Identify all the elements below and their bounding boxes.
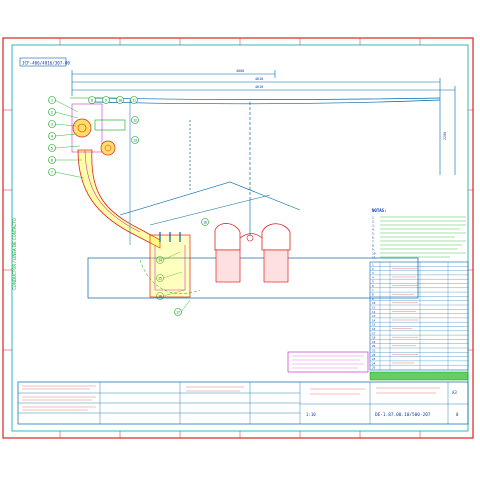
drawing-number: DE-1.87.00.10/500-207	[375, 412, 431, 418]
table-row-number: 11	[372, 306, 376, 310]
callout-number: 2	[51, 110, 53, 114]
ref-tag: JCF-406/4016/307-00	[22, 61, 70, 66]
title-header-bar	[369, 371, 469, 381]
callout-number: 12	[133, 118, 137, 122]
table-row-number: 19	[372, 340, 376, 344]
right-fitting-assembly	[214, 200, 291, 283]
callout-10	[116, 96, 124, 104]
callout-9	[102, 96, 110, 104]
border-ticks	[3, 38, 473, 438]
callout-number: 3	[51, 122, 53, 126]
title-block	[17, 381, 469, 425]
table-row-number: 8	[372, 293, 374, 297]
scale-label: 1:10	[306, 412, 316, 417]
note-number: 4.	[372, 227, 376, 231]
callout-18	[201, 218, 209, 226]
table-row-number: 2	[372, 267, 374, 271]
note-number: 5.	[372, 231, 376, 235]
table-row-number: 13	[372, 314, 376, 318]
ref-tag-box	[19, 57, 67, 67]
table-row-number: 7	[372, 288, 374, 292]
dim-third: 4010	[255, 85, 263, 89]
note-number: 11.	[372, 255, 378, 259]
callout-13	[131, 136, 139, 144]
table-row-number: 17	[372, 331, 376, 335]
left-vertical-label: CONDUCTOR / LINEA DE CONTACTO	[12, 218, 17, 290]
highlight-note-box	[287, 351, 369, 373]
notes-block: NOTAS:	[372, 208, 466, 258]
note-number: 9.	[372, 247, 376, 251]
note-number: 1.	[372, 215, 376, 219]
table-row-number: 1	[372, 263, 374, 267]
dim-top: 4000	[236, 69, 244, 73]
table-row-number: 16	[372, 327, 376, 331]
callout-number: 16	[158, 294, 162, 298]
notes-title: NOTAS:	[372, 208, 386, 213]
note-number: 2.	[372, 219, 376, 223]
callout-number: 5	[51, 146, 53, 150]
table-row-number: 5	[372, 280, 374, 284]
callout-number: 14	[158, 258, 162, 262]
table-row-number: 20	[372, 344, 376, 348]
callout-number: 1	[51, 98, 53, 102]
dimension-lines	[71, 70, 456, 175]
callout-leaders	[54, 99, 191, 313]
table-row-number: 18	[372, 336, 376, 340]
callout-1	[48, 96, 56, 104]
table-row-number: 15	[372, 323, 376, 327]
table-row-number: 4	[372, 275, 374, 279]
callout-number: 10	[118, 98, 122, 102]
dim-second: 4810	[255, 77, 263, 81]
note-number: 10.	[372, 251, 378, 255]
callout-number: 7	[51, 170, 53, 174]
catenary-wire	[94, 97, 441, 200]
callout-number: 13	[133, 138, 137, 142]
parts-table	[369, 261, 469, 371]
callout-number: 4	[51, 134, 53, 138]
callout-number: 15	[158, 276, 162, 280]
table-row-number: 12	[372, 310, 376, 314]
table-row-number: 9	[372, 297, 374, 301]
table-row-number: 3	[372, 271, 374, 275]
note-number: 6.	[372, 235, 376, 239]
callout-number: 6	[51, 158, 53, 162]
callout-12	[131, 116, 139, 124]
table-row-number: 6	[372, 284, 374, 288]
table-row-number: 25	[372, 366, 376, 370]
dim-right-vertical: 2200	[443, 132, 447, 140]
table-row-number: 22	[372, 353, 376, 357]
note-number: 7.	[372, 239, 376, 243]
callout-17	[174, 308, 182, 316]
callout-11	[130, 96, 138, 104]
table-row-number: 24	[372, 361, 376, 365]
revision: 0	[456, 412, 459, 417]
foundation	[87, 232, 419, 299]
table-row-number: 23	[372, 357, 376, 361]
table-row-number: 10	[372, 301, 376, 305]
note-number: 8.	[372, 243, 376, 247]
outer-frame	[2, 37, 474, 439]
table-row-number: 21	[372, 349, 376, 353]
table-row-number: 14	[372, 318, 376, 322]
callout-number: 18	[203, 220, 207, 224]
top-assembly	[70, 97, 126, 156]
callout-number: 11	[132, 98, 136, 102]
callout-8	[88, 96, 96, 104]
note-number: 3.	[372, 223, 376, 227]
sheet-size: A3	[452, 390, 457, 395]
callout-number: 8	[91, 98, 93, 102]
callout-number: 17	[176, 310, 180, 314]
callout-number: 9	[105, 98, 107, 102]
